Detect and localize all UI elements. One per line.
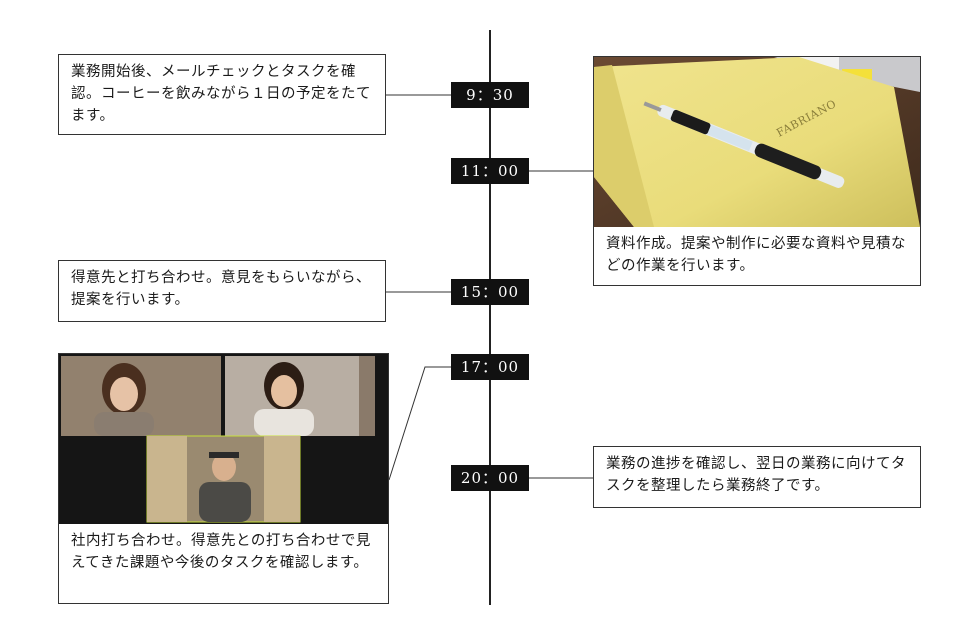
video-call-photo <box>59 354 388 524</box>
entry-text-930: 業務開始後、メールチェックとタスクを確認。コーヒーを飲みながら１日の予定をたてま… <box>71 64 371 124</box>
time-label-1500: 15：00 <box>451 279 529 305</box>
time-label-1100: 11：00 <box>451 158 529 184</box>
time-label-1700: 17：00 <box>451 354 529 380</box>
entry-text-2000: 業務の進捗を確認し、翌日の業務に向けてタスクを整理したら業務終了です。 <box>606 456 906 494</box>
entry-text-1100: 資料作成。提案や制作に必要な資料や見積などの作業を行います。 <box>606 236 906 274</box>
timeline-axis <box>489 30 491 605</box>
entry-text-1500: 得意先と打ち合わせ。意見をもらいながら、提案を行います。 <box>71 270 371 308</box>
entry-card-1700: 社内打ち合わせ。得意先との打ち合わせで見えてきた課題や今後のタスクを確認します。 <box>58 353 389 604</box>
entry-card-2000: 業務の進捗を確認し、翌日の業務に向けてタスクを整理したら業務終了です。 <box>593 446 921 508</box>
entry-card-1500: 得意先と打ち合わせ。意見をもらいながら、提案を行います。 <box>58 260 386 322</box>
entry-card-930: 業務開始後、メールチェックとタスクを確認。コーヒーを飲みながら１日の予定をたてま… <box>58 54 386 135</box>
connector-1700 <box>388 366 451 481</box>
notebook-photo: FABRIANO <box>594 57 920 227</box>
entry-card-1100: FABRIANO 資料作成。提案や制作に必要な資料や見積などの作業を行います。 <box>593 56 921 286</box>
time-label-2000: 20：00 <box>451 465 529 491</box>
entry-text-1700: 社内打ち合わせ。得意先との打ち合わせで見えてきた課題や今後のタスクを確認します。 <box>71 533 371 571</box>
time-label-930: 9：30 <box>451 82 529 108</box>
